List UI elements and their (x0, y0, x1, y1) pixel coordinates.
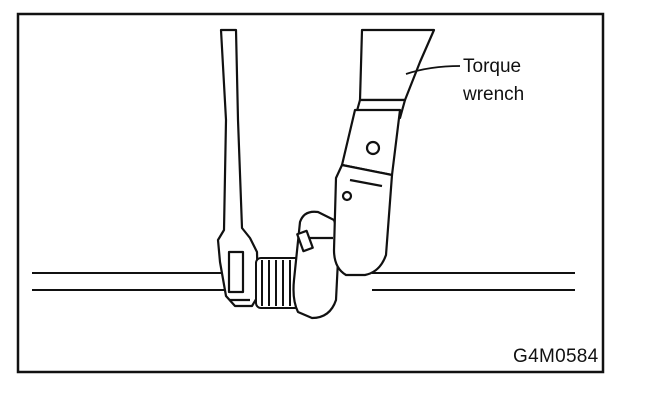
wrench-adapter (292, 210, 340, 320)
callout-label-line2: wrench (463, 84, 525, 105)
callout-label-line1: Torque (463, 56, 522, 77)
figure-code: G4M0584 (513, 346, 599, 367)
torque-wrench (332, 28, 436, 277)
open-end-wrench (216, 28, 260, 308)
shaft (32, 272, 575, 291)
callout-leader (405, 65, 461, 75)
figure-border (16, 12, 605, 374)
